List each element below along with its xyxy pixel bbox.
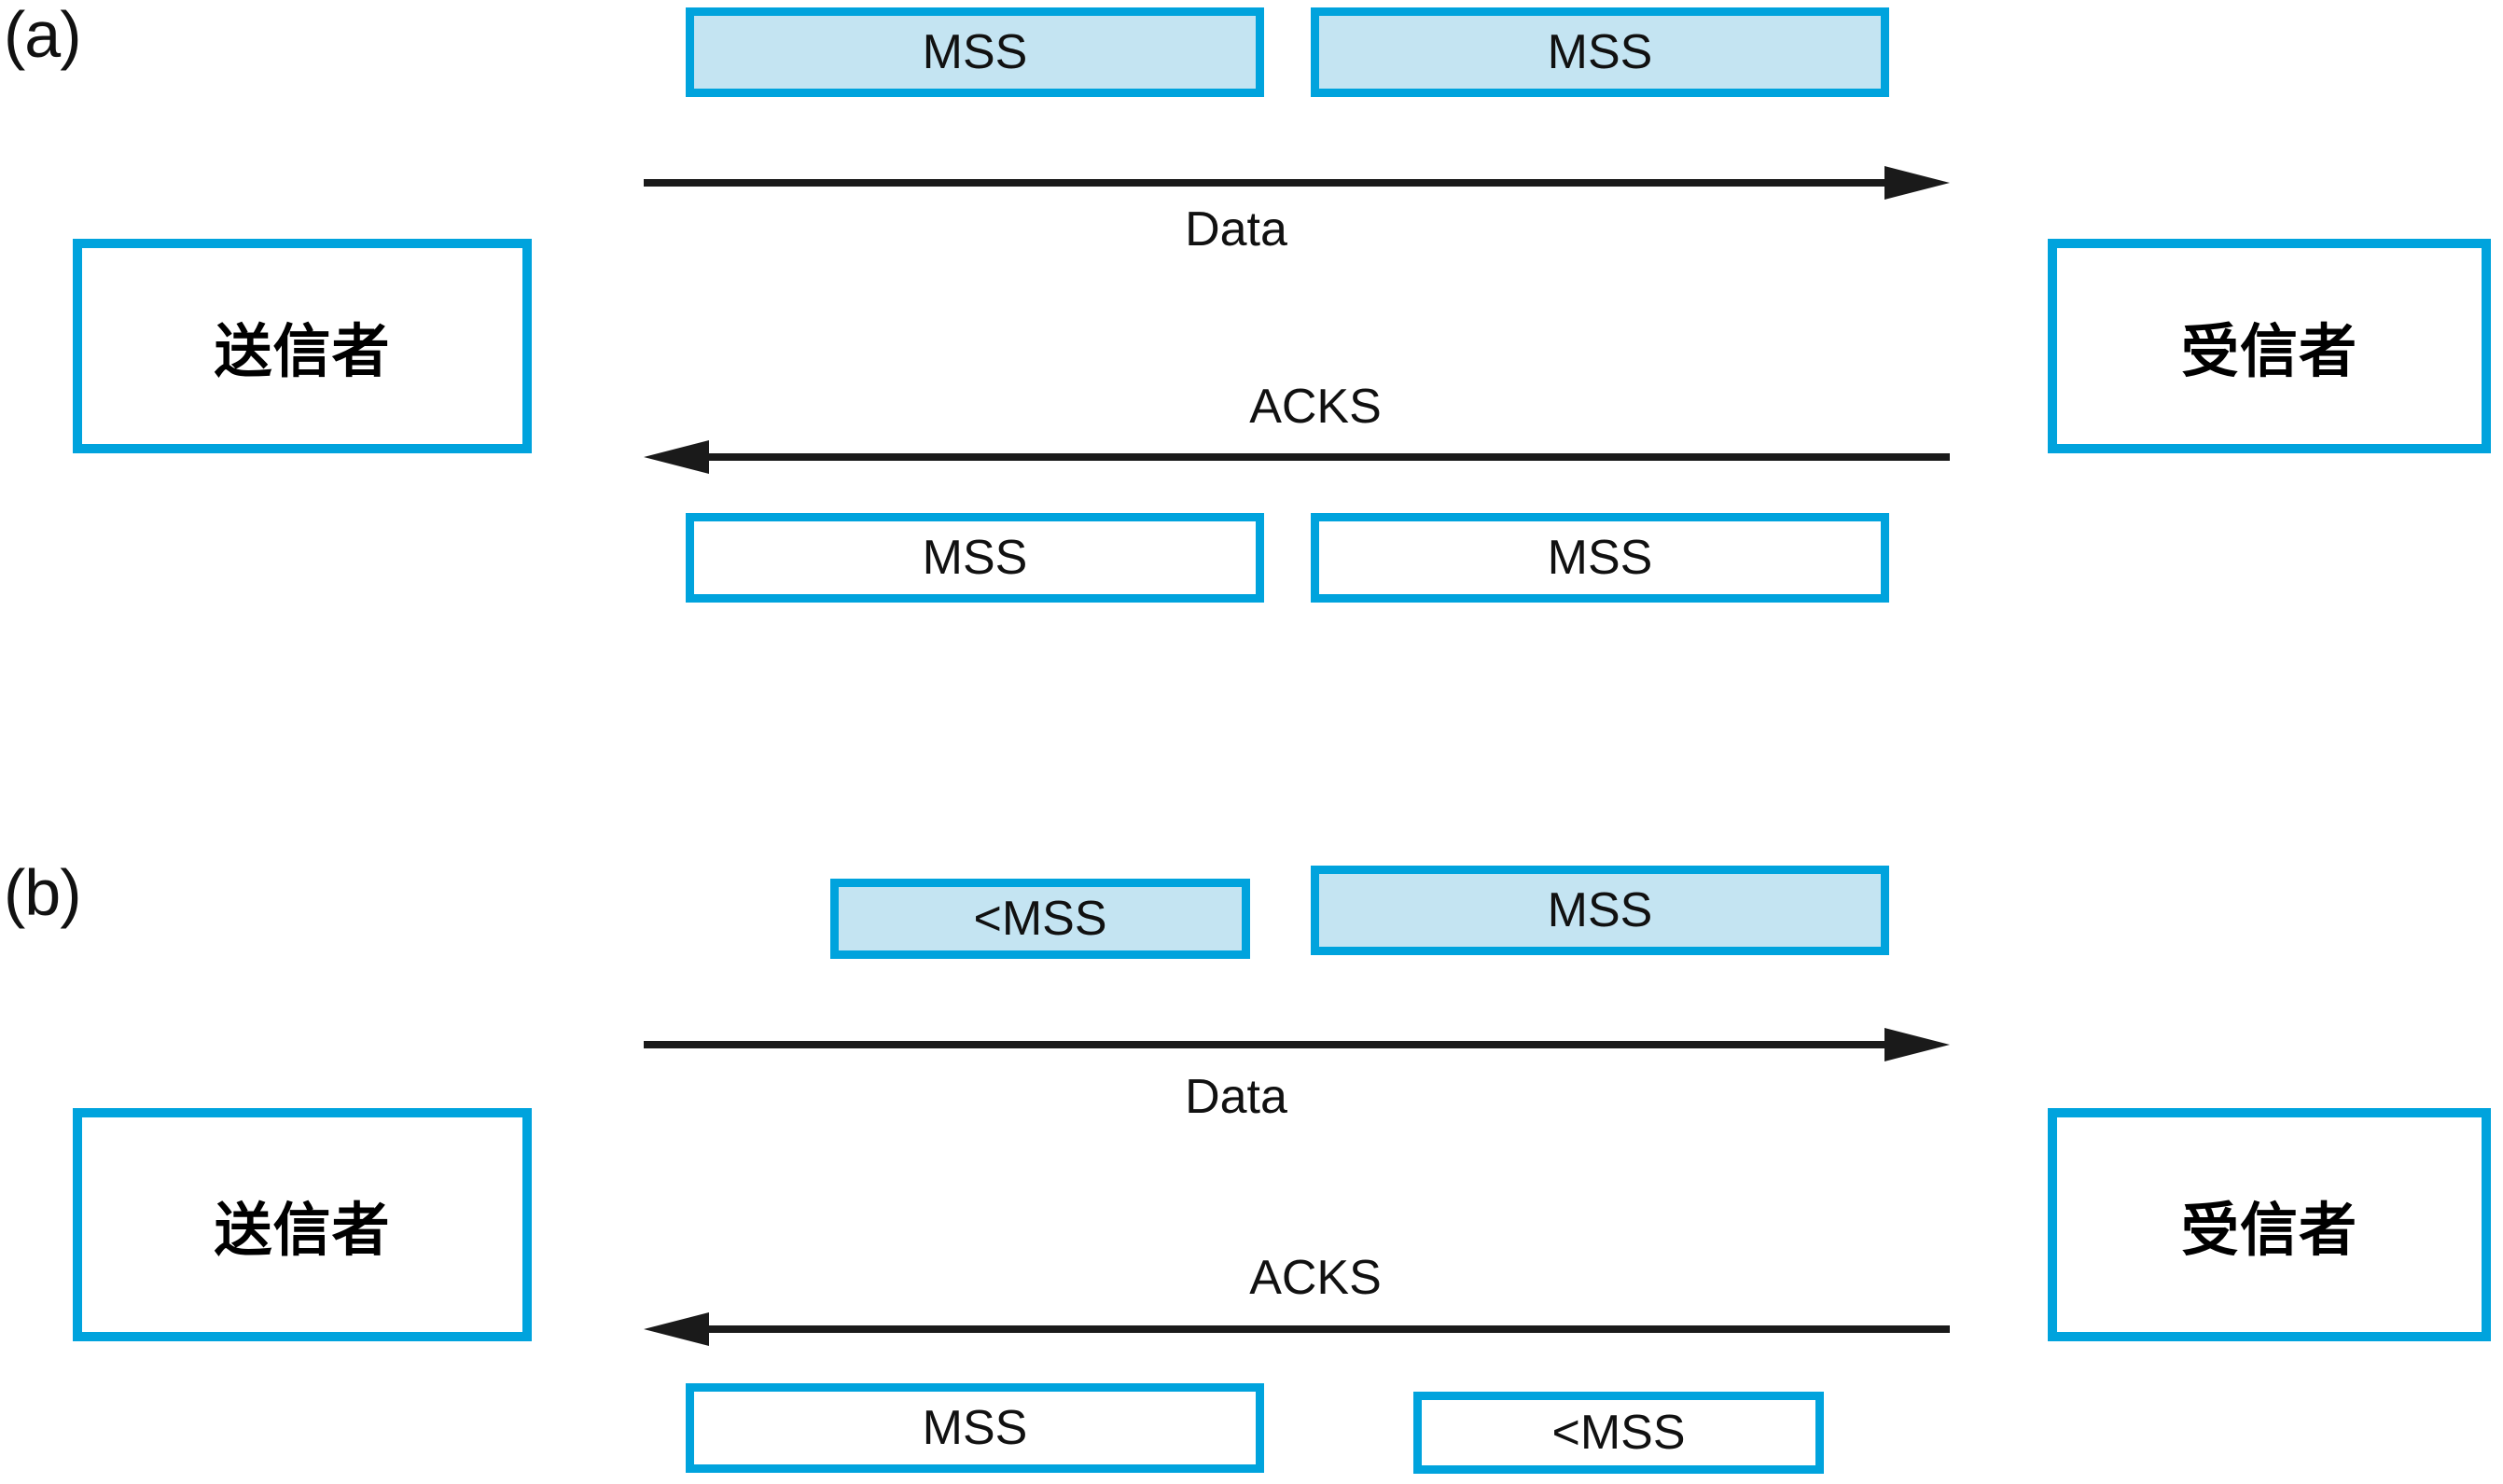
panel-a-acks-arrow <box>644 438 1950 476</box>
segment-label: MSS <box>922 25 1028 79</box>
panel-b-sender-box: 送信者 <box>73 1108 533 1342</box>
panel-b-data-arrow <box>644 1026 1950 1063</box>
segment-label: MSS <box>922 1401 1028 1455</box>
panel-a-acks-caption: ACKS <box>1249 380 1382 434</box>
receiver-label: 受信者 <box>2180 320 2357 384</box>
segment-label: MSS <box>1547 531 1653 585</box>
segment-label: MSS <box>1547 25 1653 79</box>
panel-b-receiver-box: 受信者 <box>2048 1108 2492 1342</box>
segment-label: MSS <box>1547 883 1653 937</box>
panel-label-a: (a) <box>4 0 82 71</box>
panel-b-ack-segment-2: <MSS <box>1413 1392 1826 1476</box>
sender-label: 送信者 <box>214 1199 391 1263</box>
panel-a-data-arrow <box>644 164 1950 201</box>
panel-a-data-segment-1: MSS <box>686 7 1266 99</box>
panel-b-acks-arrow <box>644 1311 1950 1348</box>
panel-a-data-segment-2: MSS <box>1311 7 1891 99</box>
panel-a-ack-segment-2: MSS <box>1311 513 1891 604</box>
panel-a-receiver-box: 受信者 <box>2048 239 2492 454</box>
panel-b-data-segment-2: MSS <box>1311 866 1891 957</box>
panel-a-data-caption: Data <box>1185 202 1287 257</box>
panel-b-data-segment-1: <MSS <box>830 879 1252 961</box>
panel-a-ack-segment-1: MSS <box>686 513 1266 604</box>
panel-b-data-caption: Data <box>1185 1070 1287 1124</box>
panel-label-b: (b) <box>4 856 82 929</box>
panel-a-sender-box: 送信者 <box>73 239 533 454</box>
segment-label: <MSS <box>1551 1406 1686 1460</box>
sender-label: 送信者 <box>214 320 391 384</box>
panel-b-acks-caption: ACKS <box>1249 1251 1382 1305</box>
receiver-label: 受信者 <box>2180 1199 2357 1263</box>
segment-label: MSS <box>922 531 1028 585</box>
panel-b-ack-segment-1: MSS <box>686 1383 1266 1475</box>
segment-label: <MSS <box>973 892 1107 946</box>
